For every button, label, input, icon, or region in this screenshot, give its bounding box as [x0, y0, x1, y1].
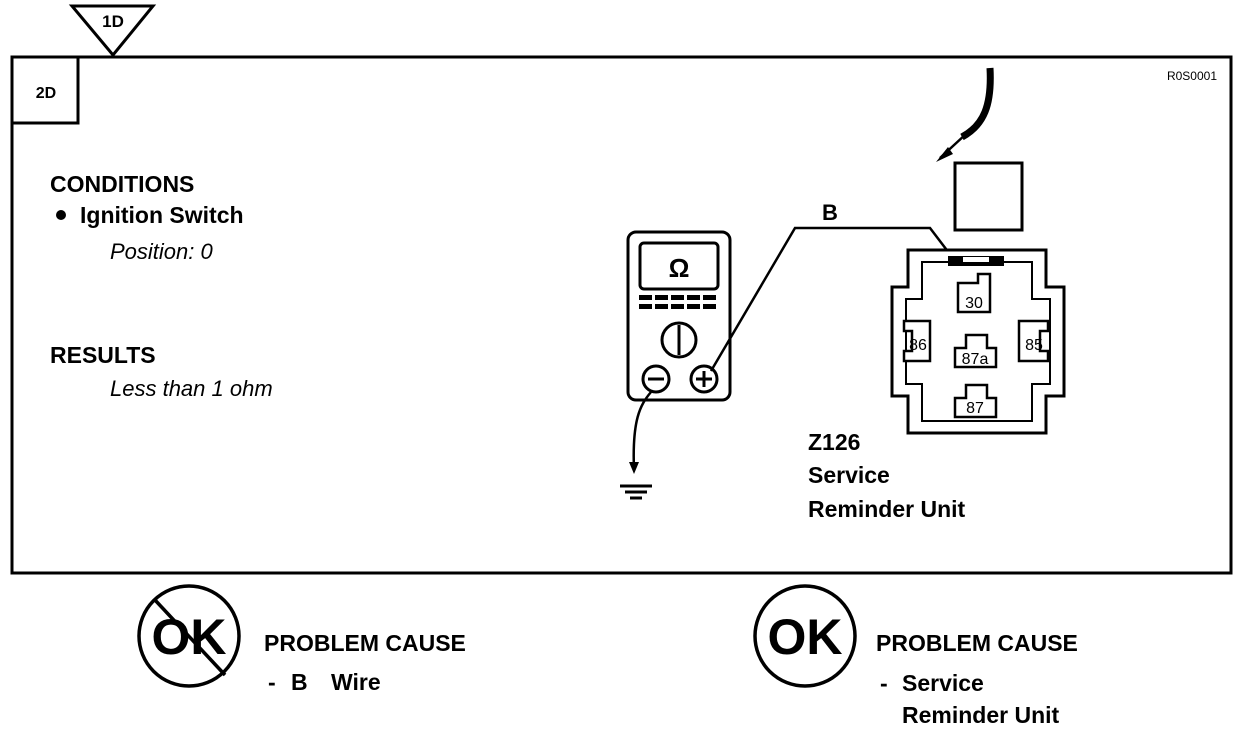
pin-86: [902, 319, 932, 363]
conditions-title: CONDITIONS: [50, 171, 194, 197]
pin-87a: [953, 333, 998, 369]
not-ok-cause-part2: Wire: [331, 669, 381, 695]
bullet-icon: [56, 210, 66, 220]
conditions-detail: Position: 0: [110, 239, 213, 264]
socket-inner: [905, 261, 1051, 422]
step-marker: 1D: [68, 4, 157, 58]
relay-code: Z126: [808, 429, 860, 455]
pin-85-label: 85: [1025, 337, 1043, 354]
pin-87-label: 87: [966, 400, 984, 417]
pin-30-label: 30: [965, 295, 983, 312]
step-box-label: 2D: [36, 85, 56, 102]
results-value: Less than 1 ohm: [110, 376, 273, 401]
step-box: 2D: [10, 55, 80, 125]
multimeter: Ω: [626, 230, 732, 402]
relay-name-line1: Service: [808, 462, 890, 488]
pin-87a-label: 87a: [962, 351, 989, 368]
results-title: RESULTS: [50, 342, 156, 368]
not-ok-cause-part1: B: [291, 669, 308, 695]
ok-cause-line1: Service: [902, 670, 984, 696]
minus-terminal-icon: [641, 364, 671, 394]
plus-terminal-icon: [689, 364, 719, 394]
ok-cause-prefix: -: [880, 670, 888, 696]
multimeter-display: [638, 241, 720, 291]
arrow-icon: [936, 147, 953, 162]
pin-87: [953, 383, 998, 419]
pin-86-label: 86: [909, 337, 927, 354]
not-ok-cause-prefix: -: [268, 669, 276, 695]
ok-badge-label: OK: [768, 609, 843, 665]
reference-code: R0S0001: [1167, 69, 1217, 83]
wiring-harness: [936, 67, 994, 162]
conditions-item: Ignition Switch: [80, 202, 244, 228]
not-ok-title: PROBLEM CAUSE: [264, 630, 466, 656]
step-box-frame: [10, 55, 80, 125]
main-frame: [10, 55, 1233, 575]
rotary-dial-icon: [660, 321, 698, 359]
ohm-symbol-icon: Ω: [669, 253, 690, 283]
triangle-marker-icon: [68, 4, 157, 58]
outcome-not-ok: OK PROBLEM CAUSE - B Wire: [137, 584, 466, 695]
pin-30: [956, 272, 992, 314]
ground-icon: [620, 484, 652, 500]
ok-cause-line2: Reminder Unit: [902, 702, 1060, 728]
relay-socket: 30 86 87a 85 87: [890, 248, 1066, 435]
step-marker-label: 1D: [102, 12, 124, 31]
ok-badge-icon: OK: [753, 584, 857, 688]
multimeter-buttons: [639, 295, 716, 309]
relay-name-line2: Reminder Unit: [808, 496, 966, 522]
ground-lead: [620, 391, 652, 500]
outcome-ok: OK PROBLEM CAUSE - Service Reminder Unit: [753, 584, 1078, 728]
not-ok-badge-icon: OK: [137, 584, 241, 688]
ok-title: PROBLEM CAUSE: [876, 630, 1078, 656]
wire-label: B: [822, 200, 838, 225]
pin-85: [1017, 319, 1050, 363]
relay-unit: [953, 161, 1024, 232]
